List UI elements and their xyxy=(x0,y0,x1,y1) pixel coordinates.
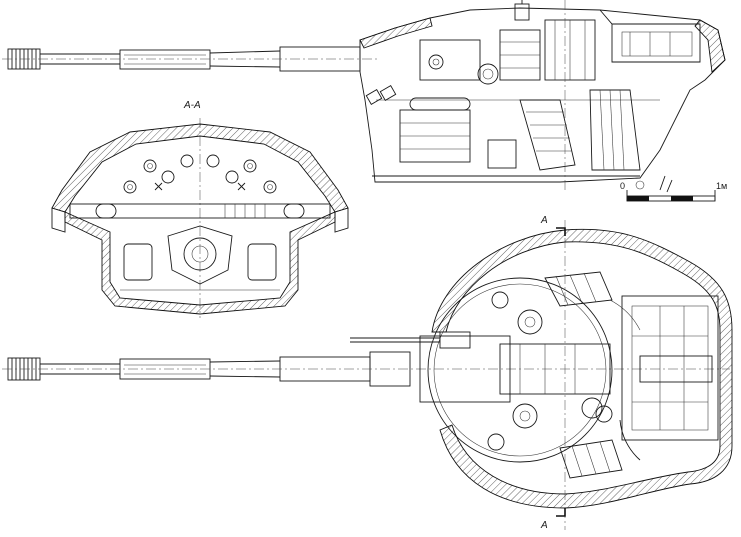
side-gun-barrel xyxy=(2,46,380,72)
scale-end-label: 1м xyxy=(716,181,727,191)
top-gun-barrel xyxy=(2,351,730,387)
section-view-a-a: А-А xyxy=(51,100,349,318)
cut-marker-bottom: А xyxy=(540,520,548,531)
scale-bar: 0 1м xyxy=(620,175,727,202)
scale-start-label: 0 xyxy=(620,181,625,191)
side-turret-body xyxy=(359,0,726,190)
section-view-title: А-А xyxy=(183,100,201,111)
side-view: 0 1м xyxy=(2,0,727,202)
top-view: А А xyxy=(2,215,733,531)
cut-marker-top: А xyxy=(540,215,548,226)
top-turret-body: А А xyxy=(350,215,733,531)
